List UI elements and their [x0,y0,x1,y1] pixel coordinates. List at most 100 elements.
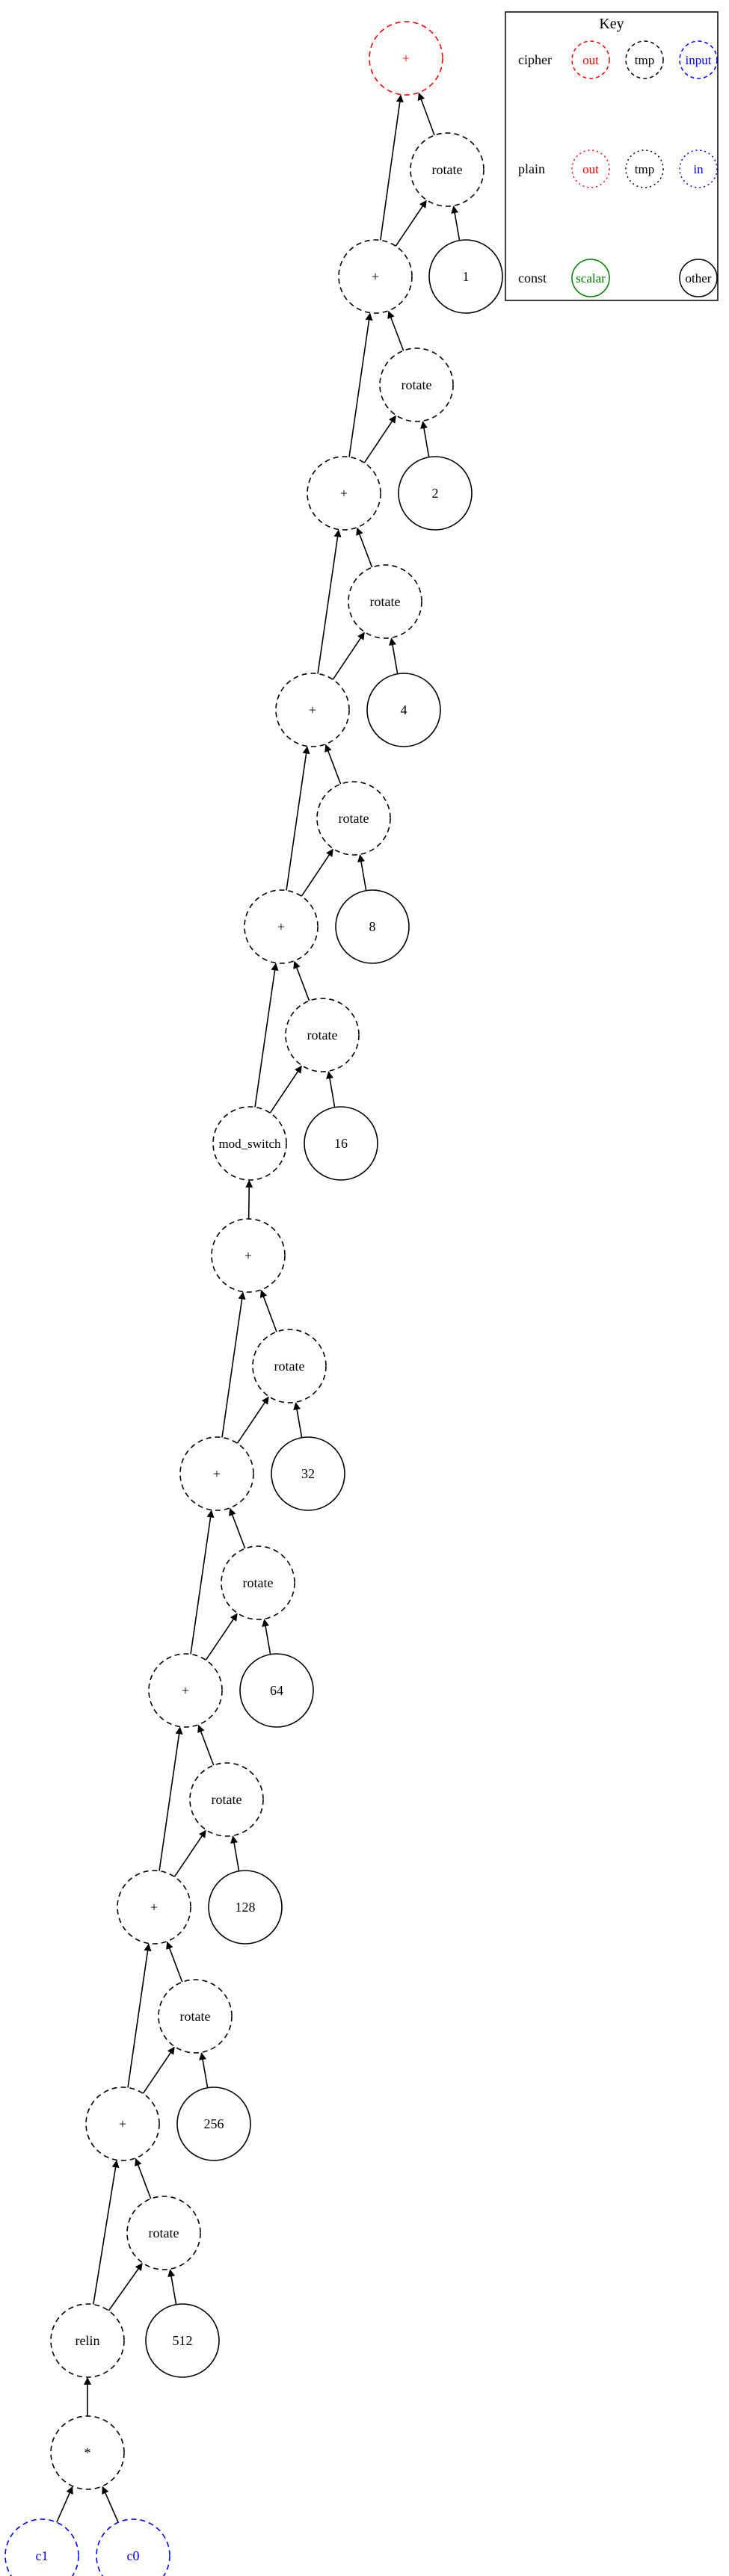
node-label: 64 [270,1683,283,1698]
node-label: relin [76,2333,100,2348]
edge-r256-to-a8 [166,1941,183,1983]
edge-c1-to-mul [56,2486,73,2523]
node-a9: + [85,2087,160,2161]
edge-c0-to-mul [102,2486,119,2523]
edge-k64-to-r64 [262,1619,271,1655]
edge-rl-to-a9 [93,2160,120,2305]
key-item-circle [571,149,610,188]
key-row-label-const: const [518,271,547,285]
node-circle [212,1106,287,1181]
edge-a2-to-r2 [363,415,396,463]
node-circle [221,1545,295,1620]
edge-r4-to-a2 [356,527,373,568]
node-label: 4 [401,702,407,717]
node-circle [189,1762,264,1837]
edge-r2-to-a1 [387,310,405,351]
node-a1: + [338,239,413,314]
node-a5: + [211,1218,286,1293]
node-label: 8 [369,919,376,934]
edge-a7-to-r64 [205,1613,238,1661]
node-circle [179,1436,254,1511]
key-item-circle [625,40,664,79]
node-label: 128 [236,1900,256,1915]
key-item-plain-out: out [571,149,610,188]
node-label: c0 [127,2548,140,2563]
node-circle [348,564,422,639]
node-a6: + [179,1436,254,1511]
node-circle [316,781,391,856]
key-row-label-plain: plain [518,161,545,176]
edge-a8-to-r128 [173,1829,206,1877]
edge-a3-to-a2 [317,529,342,674]
node-r4: rotate [348,564,422,639]
node-circle [158,1979,233,2054]
edge-rl-to-r512 [108,2262,143,2311]
node-circle [338,239,413,314]
key-item-cipher-input: input [679,40,718,79]
node-circle [285,998,360,1072]
node-label: + [150,1900,158,1915]
node-circle [304,1106,378,1181]
edge-a4-to-r8 [301,848,333,897]
key-item-label: out [582,162,599,176]
key-item-circle [679,149,718,188]
edge-k8-to-r8 [357,854,367,891]
node-k4: 4 [366,673,441,747]
edge-r32-to-a5 [259,1289,277,1332]
key-item-label: tmp [635,162,654,176]
node-k1: 1 [428,239,503,314]
node-circle [366,673,441,747]
edge-a9-to-a8 [127,1943,152,2088]
node-circle [410,132,485,207]
node-r16: rotate [285,998,360,1072]
key-item-const-other: other [679,259,718,297]
node-circle [275,673,350,747]
node-circle [239,1653,314,1728]
node-r8: rotate [316,781,391,856]
edge-a6-to-r32 [236,1396,269,1444]
node-ms: mod_switch [212,1106,287,1181]
node-label: rotate [339,811,369,826]
node-n_out: + [369,21,443,96]
node-label: 256 [204,2116,224,2131]
node-label: rotate [212,1792,242,1807]
node-label: + [340,486,348,501]
node-a8: + [117,1870,191,1945]
node-k2: 2 [398,456,473,531]
edge-ms-to-r16 [269,1065,302,1114]
node-k32: 32 [271,1436,345,1511]
node-r1: rotate [410,132,485,207]
node-c1: c1 [4,2518,79,2576]
node-label: rotate [307,1028,338,1043]
node-label: rotate [370,594,401,609]
node-circle [252,1329,327,1403]
edge-a9-to-r256 [142,2046,175,2094]
edge-a1-to-n_out [380,94,404,241]
node-r64: rotate [221,1545,295,1620]
node-k128: 128 [208,1870,283,1945]
key-item-label: out [582,53,599,67]
edge-k4-to-r4 [389,637,399,674]
node-label: + [244,1248,252,1263]
key-item-label: in [693,162,704,176]
node-label: 32 [301,1466,315,1481]
node-r128: rotate [189,1762,264,1837]
edges [56,92,461,2523]
node-label: + [119,2116,126,2131]
edge-r128-to-a7 [197,1724,215,1766]
edge-k2-to-r2 [420,421,430,457]
node-label: rotate [149,2226,179,2240]
edge-a6-to-a5 [221,1291,246,1438]
node-circle [244,889,319,964]
key-item-cipher-tmp: tmp [625,40,664,79]
edge-a1-to-r1 [395,200,427,247]
node-circle [96,2518,170,2576]
key-item-circle [679,40,718,79]
key-item-label: other [686,271,712,285]
edge-k256-to-r256 [199,2052,209,2088]
key-item-circle [625,149,664,188]
edge-k512-to-r512 [167,2269,177,2305]
node-circle [176,2087,251,2161]
key-item-cipher-out: out [571,40,610,79]
